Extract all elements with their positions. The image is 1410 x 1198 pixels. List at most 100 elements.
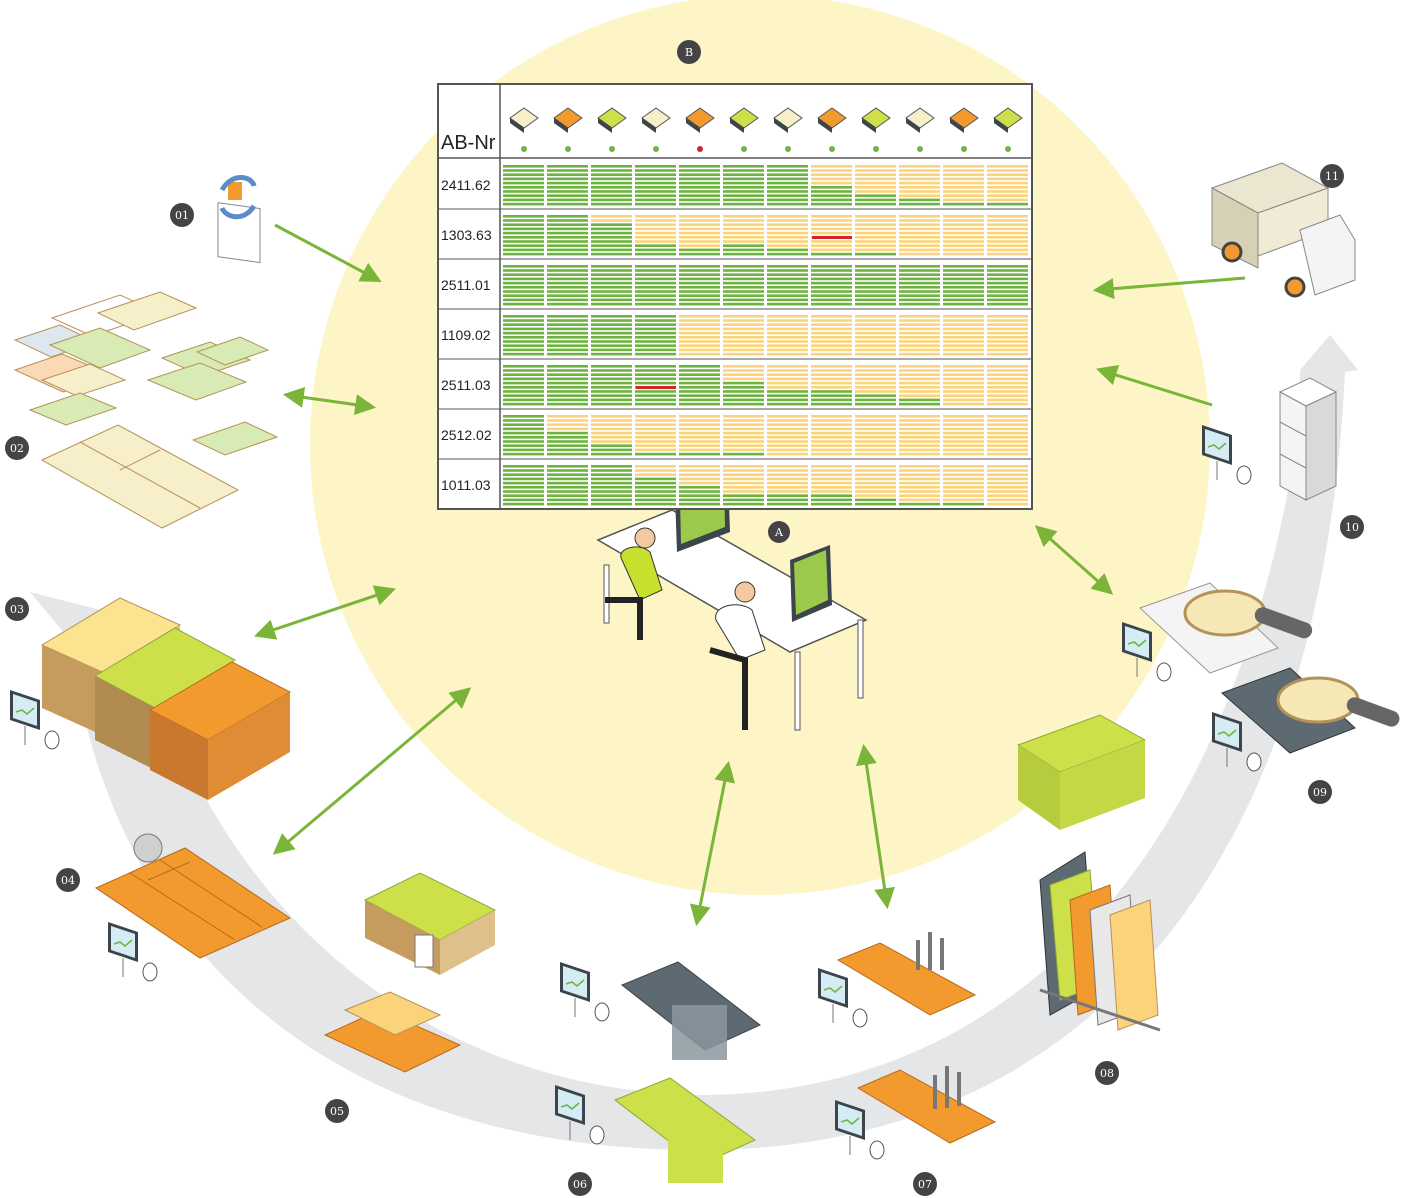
status-cell — [811, 365, 852, 406]
status-cell — [855, 265, 896, 306]
operator-2 — [715, 604, 766, 661]
status-cell — [987, 165, 1028, 206]
station-badge-label: 09 — [1313, 786, 1327, 799]
status-cell — [987, 365, 1028, 406]
station-badge-label: 02 — [10, 442, 24, 455]
column-status-dot — [521, 146, 527, 152]
status-cell — [503, 215, 544, 256]
status-cell — [899, 415, 940, 456]
status-cell — [591, 465, 632, 506]
column-status-dot — [829, 146, 835, 152]
station-badge-04: 04 — [56, 868, 80, 892]
arrow-01 — [274, 223, 382, 282]
status-cell — [855, 415, 896, 456]
terminals — [10, 425, 1262, 1160]
row-id: 1011.03 — [441, 477, 491, 493]
station-08-rack — [1016, 714, 1161, 1032]
station-badge-label: 01 — [175, 209, 189, 222]
station-badge-09: 09 — [1308, 780, 1332, 804]
terminal-icon — [1212, 712, 1262, 772]
edge-icon — [773, 107, 803, 133]
status-cell — [635, 265, 676, 306]
station-badge-07: 07 — [913, 1172, 937, 1196]
badge-center-label: A — [774, 526, 784, 539]
status-cell — [503, 265, 544, 306]
board-row: 1011.03 — [438, 458, 1032, 506]
status-cell — [679, 365, 720, 406]
status-cell — [679, 165, 720, 206]
cart-icon — [729, 107, 759, 133]
status-cell — [723, 365, 764, 406]
status-cell — [503, 415, 544, 456]
connection-arrows — [254, 223, 1246, 927]
status-cell — [547, 465, 588, 506]
arrow-11 — [1092, 276, 1246, 300]
status-cell — [943, 465, 984, 506]
board-row: 1303.63 — [438, 208, 1032, 256]
terminal-icon — [10, 690, 60, 750]
status-cell — [503, 165, 544, 206]
status-board: AB-Nr 2411.621303.632511.011109.022511.0… — [437, 83, 1033, 510]
status-cell — [767, 465, 808, 506]
status-cell — [899, 465, 940, 506]
station-badge-label: 04 — [61, 874, 75, 887]
row-id: 1303.63 — [441, 227, 492, 243]
status-cell — [503, 365, 544, 406]
board-row: 1109.02 — [438, 308, 1032, 356]
status-cell — [987, 215, 1028, 256]
status-cell — [679, 265, 720, 306]
badge-board: B — [677, 40, 701, 64]
station-03-board-stacks — [40, 597, 292, 800]
station-01-order — [217, 175, 261, 264]
status-cell — [855, 165, 896, 206]
terminal-icon — [555, 1085, 605, 1145]
status-cell — [547, 165, 588, 206]
station-badge-label: 11 — [1325, 170, 1339, 183]
board-row: 2511.01 — [438, 258, 1032, 306]
status-cell — [855, 315, 896, 356]
status-cell — [635, 315, 676, 356]
arrow-07 — [856, 743, 895, 910]
operator-1 — [620, 546, 663, 601]
status-cell — [943, 365, 984, 406]
workstation — [596, 475, 868, 731]
station-badge-06: 06 — [568, 1172, 592, 1196]
column-status-dot — [1005, 146, 1011, 152]
status-cell — [899, 215, 940, 256]
status-cell — [503, 465, 544, 506]
status-cell — [591, 415, 632, 456]
station-badge-label: 08 — [1100, 1067, 1114, 1080]
arrow-09 — [1034, 525, 1114, 595]
station-badge-10: 10 — [1340, 515, 1364, 539]
status-cell — [635, 215, 676, 256]
alert-marker — [636, 386, 676, 389]
status-cell — [767, 315, 808, 356]
terminal-icon — [1202, 425, 1252, 485]
station-badge-02: 02 — [5, 436, 29, 460]
column-status-dot — [697, 146, 703, 152]
status-cell — [591, 265, 632, 306]
station-badge-label: 06 — [573, 1178, 587, 1191]
status-cell — [635, 165, 676, 206]
scanner-icon — [905, 107, 935, 133]
board-row: 2511.03 — [438, 358, 1032, 406]
badge-board-label: B — [685, 46, 693, 59]
station-badge-label: 05 — [330, 1105, 344, 1118]
column-status-dot — [917, 146, 923, 152]
status-cell — [855, 365, 896, 406]
station-badge-label: 10 — [1345, 521, 1359, 534]
terminal-icon — [835, 1100, 885, 1160]
status-cell — [635, 465, 676, 506]
column-status-dot — [873, 146, 879, 152]
badge-center: A — [768, 521, 790, 543]
status-cell — [635, 415, 676, 456]
status-cell — [811, 415, 852, 456]
status-cell — [547, 265, 588, 306]
cart-icon — [861, 107, 891, 133]
status-cell — [547, 215, 588, 256]
column-status-dot — [741, 146, 747, 152]
status-cell — [899, 165, 940, 206]
status-cell — [943, 265, 984, 306]
status-cell — [679, 215, 720, 256]
column-status-dot — [565, 146, 571, 152]
